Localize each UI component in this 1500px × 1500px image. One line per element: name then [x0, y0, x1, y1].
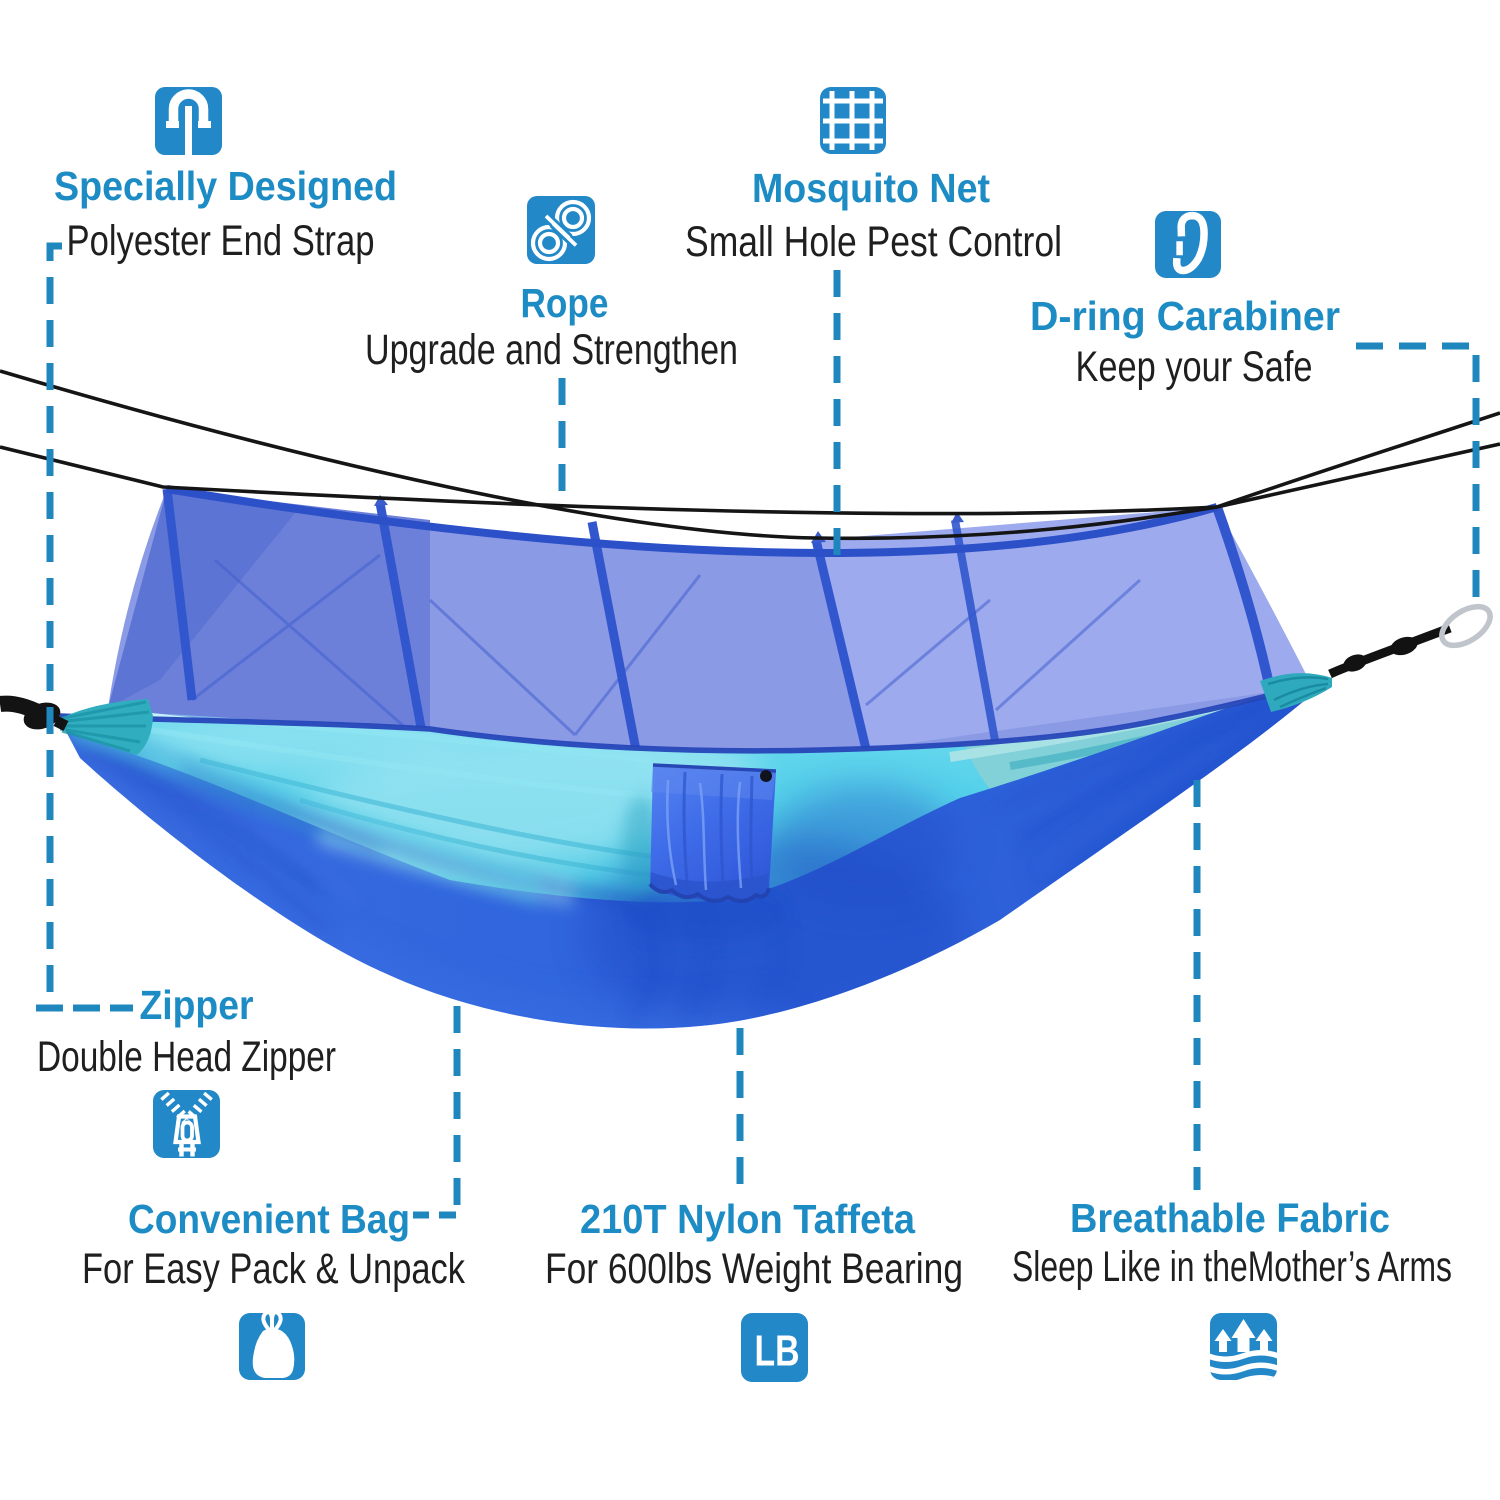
svg-text:LB: LB — [755, 1327, 800, 1376]
svg-text:Rope: Rope — [521, 280, 609, 326]
svg-text:Keep your Safe: Keep your Safe — [1076, 343, 1313, 391]
svg-text:Zipper: Zipper — [140, 982, 254, 1028]
svg-text:210T Nylon Taffeta: 210T Nylon Taffeta — [580, 1196, 916, 1242]
svg-text:For Easy Pack & Unpack: For Easy Pack & Unpack — [82, 1245, 465, 1293]
svg-text:D-ring Carabiner: D-ring Carabiner — [1030, 293, 1340, 339]
svg-text:Polyester End Strap: Polyester End Strap — [67, 217, 375, 265]
svg-text:Double Head Zipper: Double Head Zipper — [37, 1033, 336, 1081]
svg-text:Sleep Like in theMother’s Arms: Sleep Like in theMother’s Arms — [1012, 1243, 1452, 1291]
svg-text:Small Hole Pest Control: Small Hole Pest Control — [685, 218, 1062, 266]
svg-text:Breathable Fabric: Breathable Fabric — [1070, 1195, 1390, 1241]
svg-text:Mosquito Net: Mosquito Net — [752, 165, 990, 211]
svg-text:Convenient Bag: Convenient Bag — [128, 1196, 410, 1242]
svg-text:Specially Designed: Specially Designed — [54, 163, 397, 209]
svg-text:For 600lbs Weight Bearing: For 600lbs Weight Bearing — [545, 1245, 963, 1293]
svg-text:Upgrade and Strengthen: Upgrade and Strengthen — [365, 326, 738, 374]
